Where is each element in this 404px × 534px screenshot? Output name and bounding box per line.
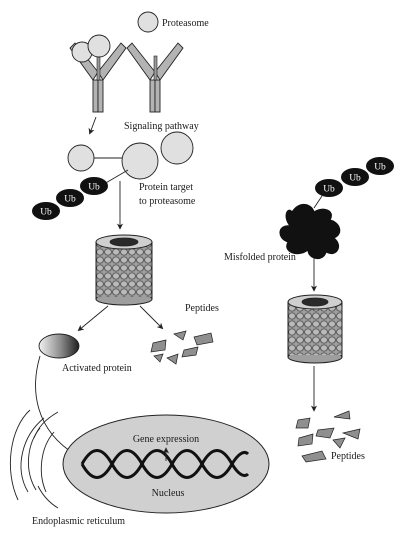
misfolded-protein: [279, 204, 341, 259]
ub-badge: Ub: [366, 157, 394, 175]
arrow-to-peptides: [139, 305, 164, 330]
svg-text:Ub: Ub: [88, 183, 100, 193]
ub-badge: Ub: [80, 177, 108, 195]
label-proteasome: Proteasome: [162, 18, 209, 29]
ub-badge: Ub: [56, 189, 84, 207]
peptide-fragments-right: [295, 410, 361, 463]
svg-text:Ub: Ub: [374, 163, 386, 173]
ub-chain-left: Ub Ub Ub: [32, 177, 108, 220]
proteasome-barrel-right: [287, 294, 343, 364]
svg-text:Ub: Ub: [349, 174, 361, 184]
arrow-receptor-down: [88, 116, 97, 135]
svg-text:Ub: Ub: [40, 208, 52, 218]
proteasome-barrel-left: [95, 234, 153, 306]
protein-circle-large: [121, 142, 159, 180]
peptide-fragments-left: [150, 330, 214, 365]
label-endoplasmic-reticulum: Endoplasmic reticulum: [32, 516, 125, 527]
ub-badge: Ub: [341, 168, 369, 186]
label-peptides-top: Peptides: [185, 303, 219, 314]
activated-protein: [38, 333, 80, 359]
ligand-circle: [87, 34, 111, 58]
protein-circle-small: [67, 144, 95, 172]
ub-chain-link-right: [313, 195, 323, 209]
svg-text:Ub: Ub: [64, 195, 76, 205]
ub-badge: Ub: [315, 179, 343, 197]
arrow-to-activated: [77, 305, 109, 332]
ub-chain-right: Ub Ub Ub: [315, 157, 394, 197]
endoplasmic-reticulum: [9, 409, 59, 509]
ub-badge: Ub: [32, 202, 60, 220]
svg-text:Ub: Ub: [323, 185, 335, 195]
proteasome-circle: [137, 11, 159, 33]
label-protein-target: Protein target to proteasome: [139, 182, 196, 207]
label-signaling-pathway: Signaling pathway: [124, 121, 199, 132]
dna-double-helix: [80, 449, 250, 479]
protein-circle-free: [160, 131, 194, 165]
label-nucleus: Nucleus: [152, 488, 185, 499]
ub-chain-link: [103, 169, 129, 185]
label-peptides-right: Peptides: [331, 451, 365, 462]
label-gene-expression: Gene expression: [133, 434, 199, 445]
label-activated-protein: Activated protein: [62, 363, 132, 374]
nucleus: [62, 414, 270, 514]
label-misfolded-protein: Misfolded protein: [224, 252, 296, 263]
arrow-to-nucleus: [35, 355, 78, 456]
receptor-right: [126, 42, 184, 113]
